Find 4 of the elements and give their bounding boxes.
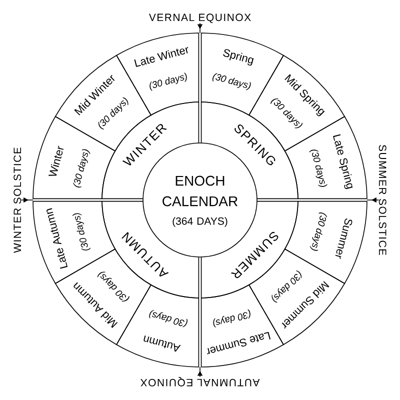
season-marker-label: SUMMER SOLSTICE — [378, 144, 386, 256]
season-marker-label: WINTER SOLSTICE — [14, 148, 22, 253]
season-marker-label: VERNAL EQUINOX — [148, 14, 251, 23]
season-marker-label: AUTUMNAL EQUINOX — [140, 377, 260, 386]
